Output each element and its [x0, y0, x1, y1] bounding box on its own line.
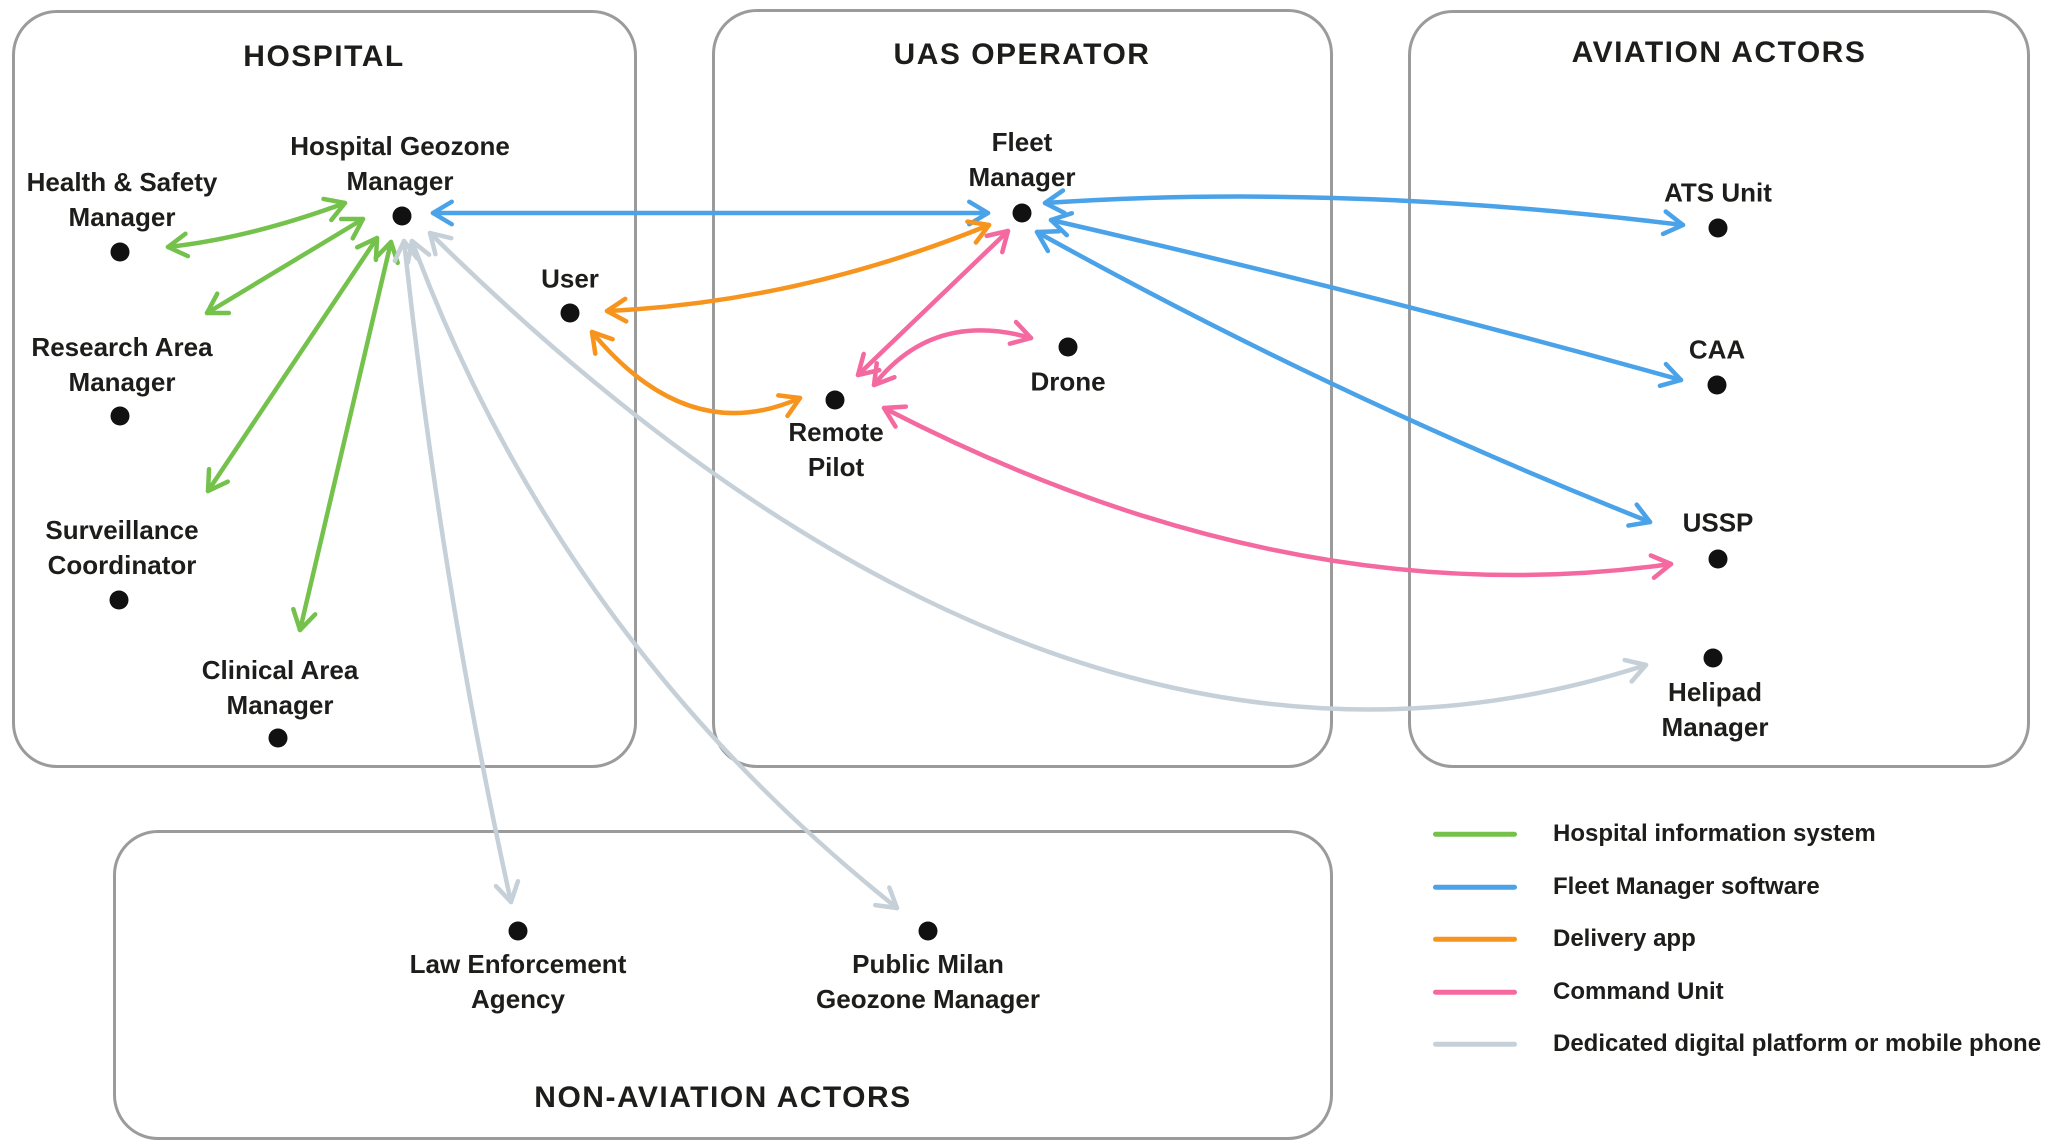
edge-fm-ussp	[1034, 229, 1653, 528]
node-dot-rp	[825, 390, 845, 410]
node-dot-drone	[1058, 337, 1078, 357]
node-label-remote-pilot: Remote Pilot	[788, 417, 884, 482]
group-title-aviation-actors: AVIATION ACTORS	[1571, 36, 1867, 69]
node-label-hospital-geozone-manager: Hospital Geozone Manager	[290, 131, 510, 196]
node-dot-fm	[1012, 203, 1032, 223]
node-dot-ram	[110, 406, 130, 426]
node-label-drone: Drone	[1030, 366, 1106, 397]
group-title-uas-operator: UAS OPERATOR	[893, 38, 1151, 71]
edge-rp-ussp	[881, 404, 1674, 581]
edge-hgm-ram	[204, 216, 366, 316]
group-title-hospital: HOSPITAL	[243, 40, 405, 73]
edge-user-fm	[604, 219, 992, 324]
edge-fm-ats	[1042, 188, 1686, 237]
node-dot-ussp	[1708, 549, 1728, 569]
node-label-clinical-area-manager: Clinical Area Manager	[201, 655, 359, 720]
legend-line-command-unit	[1433, 989, 1517, 995]
node-dot-sc	[109, 590, 129, 610]
node-label-caa: CAA	[1688, 334, 1746, 365]
legend-line-hospital-information-system	[1433, 831, 1517, 837]
node-dot-ats	[1708, 218, 1728, 238]
node-label-fleet-manager: Fleet Manager	[968, 127, 1076, 192]
legend-line-fleet-manager-software	[1433, 884, 1517, 890]
node-label-ussp: USSP	[1682, 507, 1754, 538]
node-dot-hgm	[392, 206, 412, 226]
node-dot-user	[560, 303, 580, 323]
legend-label: Command Unit	[1553, 978, 1724, 1005]
node-dot-pmgm	[918, 921, 938, 941]
node-dot-lea	[508, 921, 528, 941]
edge-fm-rp	[855, 228, 1011, 378]
edge-hgm-cam	[291, 239, 400, 633]
node-label-surveillance-coordinator: Surveillance Coordinator	[45, 515, 199, 580]
legend-line-delivery-app	[1433, 936, 1517, 942]
legend-label: Hospital information system	[1553, 820, 1876, 847]
edge-hgm-pmgm	[405, 238, 900, 911]
group-title-non-aviation-actors: NON-AVIATION ACTORS	[534, 1081, 912, 1114]
node-dot-cam	[268, 728, 288, 748]
legend-label: Dedicated digital platform or mobile pho…	[1553, 1030, 2042, 1057]
node-label-public-milan-geozone-manager: Public Milan Geozone Manager	[816, 949, 1040, 1014]
edge-hgm-sc	[205, 235, 380, 494]
node-dot-hsm	[110, 242, 130, 262]
node-label-user: User	[541, 263, 599, 294]
edge-hgm-lea	[392, 238, 521, 905]
node-label-helipad-manager: Helipad Manager	[1661, 677, 1769, 742]
legend-line-dedicated-digital-platform	[1433, 1041, 1517, 1047]
node-dot-heli	[1703, 648, 1723, 668]
node-dot-caa	[1707, 375, 1727, 395]
legend-label: Delivery app	[1553, 925, 1696, 952]
node-label-health-safety-manager: Health & Safety Manager	[26, 167, 218, 232]
edge-hgm-heli	[427, 230, 1649, 712]
node-label-ats-unit: ATS Unit	[1664, 177, 1772, 208]
edge-user-rp	[589, 329, 803, 419]
node-label-law-enforcement-agency: Law Enforcement Agency	[409, 949, 627, 1014]
legend-label: Fleet Manager software	[1553, 873, 1820, 900]
node-label-research-area-manager: Research Area Manager	[31, 332, 213, 397]
edge-fm-caa	[1048, 210, 1684, 389]
